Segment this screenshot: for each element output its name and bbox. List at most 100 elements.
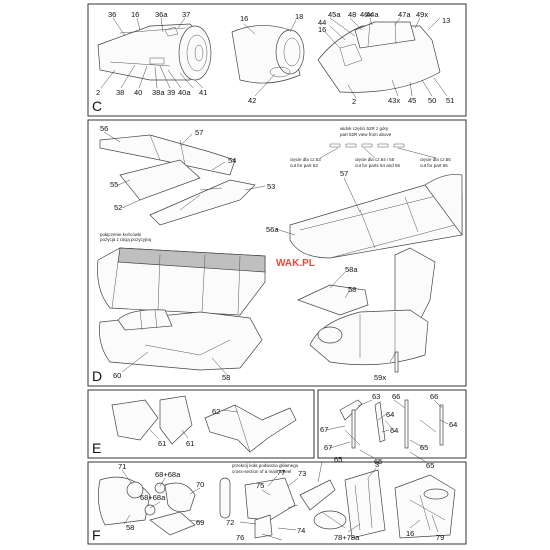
label-c-36: 36 xyxy=(108,10,116,19)
label-c-41: 41 xyxy=(199,88,207,97)
panel-c-frame xyxy=(87,3,467,117)
panel-e2-landing-gear xyxy=(325,399,449,463)
note-tip-pl-1: połączenie końcówki xyxy=(100,232,141,237)
label-c-45a: 45a xyxy=(328,10,341,19)
label-c-13: 13 xyxy=(442,16,450,25)
label-e2-63: 63 xyxy=(372,392,380,401)
label-f-69: 69 xyxy=(196,518,204,527)
watermark: WAK.PL xyxy=(276,258,315,269)
canopy-tint-band xyxy=(117,247,266,273)
label-c-40: 40 xyxy=(134,88,142,97)
label-e-61: 61 xyxy=(158,439,166,448)
note-cut53-en: cut for part 53 xyxy=(290,163,318,168)
note-wheel-pl: przekrój koła podwozia głównego xyxy=(232,463,299,468)
note-cut5455-pl: cięcie dla cz.54 i 55 xyxy=(355,157,395,162)
label-d-58b: 58 xyxy=(222,373,230,382)
label-c-37: 37 xyxy=(182,10,190,19)
label-d-54: 54 xyxy=(228,156,236,165)
label-d-58a: 58a xyxy=(345,265,358,274)
label-f-16: 16 xyxy=(406,529,414,538)
panel-e-parts xyxy=(111,395,297,453)
section-letter-e: E xyxy=(92,440,101,456)
label-c-43x: 43x xyxy=(388,96,400,105)
note-cut53-pl: cięcie dla cz.53 xyxy=(290,157,321,162)
label-c-44: 44 xyxy=(318,18,326,27)
panel-e2-frame xyxy=(317,389,467,459)
label-c-18: 18 xyxy=(295,12,303,21)
label-f-68-68a: 68+68a xyxy=(155,470,181,479)
panel-d-tail-assembly xyxy=(275,174,463,259)
label-c-2: 2 xyxy=(96,88,100,97)
label-c-16: 16 xyxy=(131,10,139,19)
label-e2-67: 67 xyxy=(320,425,328,434)
panel-c-intake-assembly xyxy=(97,17,212,89)
label-f-71: 71 xyxy=(118,462,126,471)
note-wheel-en: cross-section of a main wheel xyxy=(232,469,291,474)
label-c-50: 50 xyxy=(428,96,436,105)
label-e2-64c: 64 xyxy=(449,420,457,429)
note-tip-pl-2: pozycja z racją pozycyjną xyxy=(100,237,152,242)
label-c-44a: 44a xyxy=(366,10,379,19)
label-c-38: 38 xyxy=(116,88,124,97)
label-c-2b: 2 xyxy=(352,97,356,106)
label-f-68-68a-b: 68+68a xyxy=(140,493,166,502)
label-d-57: 57 xyxy=(195,128,203,137)
label-d-56a: 56a xyxy=(266,225,279,234)
label-c-45: 45 xyxy=(408,96,416,105)
label-e2-64: 64 xyxy=(386,410,394,419)
label-c-38a: 38a xyxy=(152,88,165,97)
label-d-57b: 57 xyxy=(340,169,348,178)
note-cut5455-en: cut for parts 54 and 55 xyxy=(355,163,401,168)
panel-f-frame xyxy=(87,461,467,545)
label-e2-66: 66 xyxy=(392,392,400,401)
label-c-47a: 47a xyxy=(398,10,411,19)
panel-d-fuselage-wing xyxy=(99,309,263,377)
section-letter-f: F xyxy=(92,527,101,543)
panel-d-fin-assembly xyxy=(297,247,436,373)
label-c-51: 51 xyxy=(446,96,454,105)
label-d-56: 56 xyxy=(100,124,108,133)
panel-c-ring-assembly xyxy=(231,19,305,97)
label-e-62: 62 xyxy=(212,407,220,416)
panel-e-frame xyxy=(87,389,315,459)
label-c-46x: 46x xyxy=(360,10,372,19)
label-f-3: 3 xyxy=(375,460,379,469)
note-cut55-pl: cięcie dla cz.55 xyxy=(420,157,451,162)
label-f-78-78a: 78+78a xyxy=(334,533,360,542)
label-d-53: 53 xyxy=(267,182,275,191)
label-e-61b: 61 xyxy=(186,439,194,448)
label-e2-64b: 64 xyxy=(390,426,398,435)
label-f-72: 72 xyxy=(226,518,234,527)
section-letter-d: D xyxy=(92,368,102,384)
label-c-16b: 16 xyxy=(240,14,248,23)
label-f-76: 76 xyxy=(236,533,244,542)
label-f-58: 58 xyxy=(126,523,134,532)
label-d-52: 52 xyxy=(114,203,122,212)
panel-d-small-strips xyxy=(319,143,437,159)
panel-f-gear-bay xyxy=(344,467,456,539)
panel-c-canopy-assembly xyxy=(317,17,448,99)
panel-d-stabilizer-parts xyxy=(99,131,266,226)
label-d-59x: 59x xyxy=(374,373,386,382)
label-d-55: 55 xyxy=(110,180,118,189)
panel-f-wheel-section xyxy=(219,461,347,541)
note-view-above-pl: widok części 52R z góry xyxy=(340,126,389,131)
label-e2-65c: 65 xyxy=(426,461,434,470)
note-cut55-en: cut for part 55 xyxy=(420,163,448,168)
label-f-74: 74 xyxy=(297,526,305,535)
label-e2-65b: 65 xyxy=(420,443,428,452)
label-c-16c: 16 xyxy=(318,25,326,34)
label-c-42: 42 xyxy=(248,96,256,105)
label-f-79: 79 xyxy=(436,533,444,542)
panel-d-frame xyxy=(87,119,467,387)
note-view-above-en: part 52R view from above xyxy=(340,132,392,137)
label-d-60: 60 xyxy=(113,371,121,380)
label-c-40a: 40a xyxy=(178,88,191,97)
label-c-39: 39 xyxy=(167,88,175,97)
section-letter-c: C xyxy=(92,98,102,114)
label-c-49x: 49x xyxy=(416,10,428,19)
label-c-48: 48 xyxy=(348,10,356,19)
label-d-58: 58 xyxy=(348,285,356,294)
